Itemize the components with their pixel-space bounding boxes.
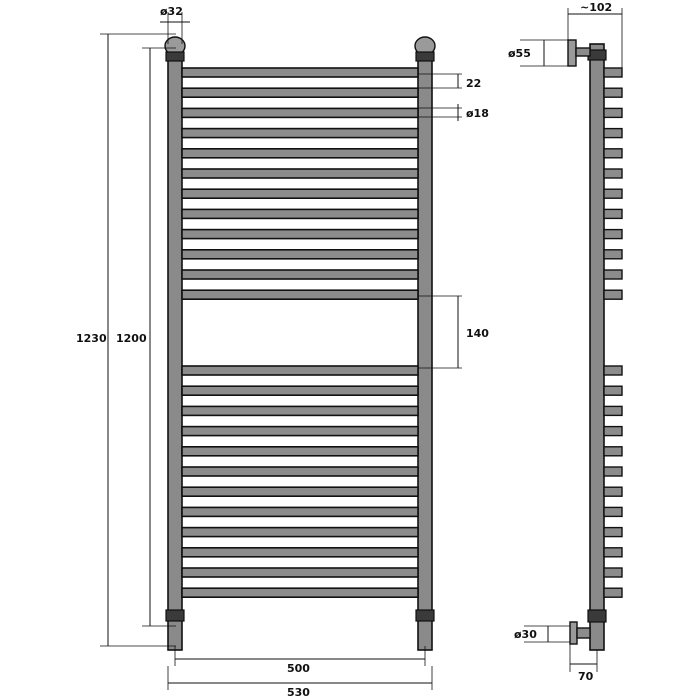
front-view: ø32 22 ø18 140 1230 1200 500 [76, 5, 489, 699]
lower-bar-end-5 [603, 446, 623, 457]
center-width-label: 500 [287, 662, 310, 675]
upper-bar-8 [181, 208, 419, 220]
lower-bar-5 [181, 445, 419, 457]
bar-diameter-label: ø18 [466, 107, 489, 120]
lower-bar-end-2 [603, 385, 623, 396]
lower-bar-11 [181, 567, 419, 578]
lower-bar-end-11 [603, 567, 623, 578]
upper-bar-end-10 [603, 249, 623, 260]
upper-bar-end-11 [603, 269, 623, 280]
wall-flange-label: ø55 [508, 47, 531, 60]
depth-label: ~102 [580, 1, 612, 14]
lower-bar-8 [181, 506, 419, 518]
lower-bar-3 [181, 405, 419, 417]
bottom-bracket-arm [576, 627, 591, 639]
upper-bar-end-8 [603, 208, 623, 220]
right-bottom-collar [415, 609, 435, 622]
upper-bar-6 [181, 168, 419, 179]
upper-bar-end-4 [603, 127, 623, 139]
upper-bar-2 [181, 87, 419, 98]
upper-bar-end-9 [603, 228, 623, 240]
upper-bar-4 [181, 127, 419, 139]
lower-bar-end-3 [603, 405, 623, 417]
center-height-label: 1200 [116, 332, 147, 345]
side-post [589, 43, 605, 651]
upper-bar-end-12 [603, 289, 623, 300]
upper-bar-12 [181, 289, 419, 301]
lower-bar-end-8 [603, 506, 623, 518]
upper-bar-9 [181, 228, 419, 240]
total-height-label: 1230 [76, 332, 107, 345]
upper-bar-7 [181, 188, 419, 199]
lower-bar-9 [181, 526, 419, 538]
top-wall-flange [567, 39, 577, 67]
lower-bar-1 [181, 365, 419, 376]
bottom-wall-flange [569, 621, 578, 645]
front-bars [181, 67, 419, 599]
side-bar-ends [603, 67, 623, 598]
upper-bar-3 [181, 107, 419, 119]
lower-bar-12 [181, 587, 419, 599]
lower-bar-2 [181, 385, 419, 397]
left-top-collar [165, 51, 185, 62]
upper-bar-11 [181, 269, 419, 280]
gap-height-label: 140 [466, 327, 489, 340]
lower-bar-end-9 [603, 526, 623, 538]
side-bottom-collar [587, 609, 607, 623]
lower-bar-end-7 [603, 486, 623, 497]
lower-bar-end-6 [603, 466, 623, 477]
upper-bar-end-2 [603, 87, 623, 98]
bar-pitch-label: 22 [466, 77, 481, 90]
top-bracket-arm [575, 47, 591, 57]
upper-bar-end-7 [603, 188, 623, 199]
wall-offset-label: 70 [578, 670, 594, 683]
left-bottom-collar [165, 609, 185, 622]
upper-bar-end-5 [603, 148, 623, 159]
lower-bar-end-10 [603, 547, 623, 558]
post-diameter-label: ø32 [160, 5, 183, 18]
upper-bar-10 [181, 249, 419, 260]
lower-bar-end-12 [603, 587, 623, 598]
upper-bar-end-3 [603, 107, 623, 119]
connection-label: ø30 [514, 628, 537, 641]
side-top-collar [587, 49, 607, 61]
left-post [167, 43, 183, 651]
total-width-label: 530 [287, 686, 310, 699]
upper-bar-end-6 [603, 168, 623, 179]
lower-bar-4 [181, 425, 419, 437]
right-top-collar [415, 51, 435, 62]
right-post [417, 43, 433, 651]
upper-bar-5 [181, 148, 419, 159]
upper-bar-1 [181, 67, 419, 78]
side-view: ~102 ø55 ø30 70 [508, 1, 623, 683]
lower-bar-end-1 [603, 365, 623, 376]
upper-bar-end-1 [603, 67, 623, 78]
lower-bar-6 [181, 466, 419, 477]
lower-bar-end-4 [603, 425, 623, 437]
lower-bar-10 [181, 546, 419, 558]
lower-bar-7 [181, 486, 419, 498]
